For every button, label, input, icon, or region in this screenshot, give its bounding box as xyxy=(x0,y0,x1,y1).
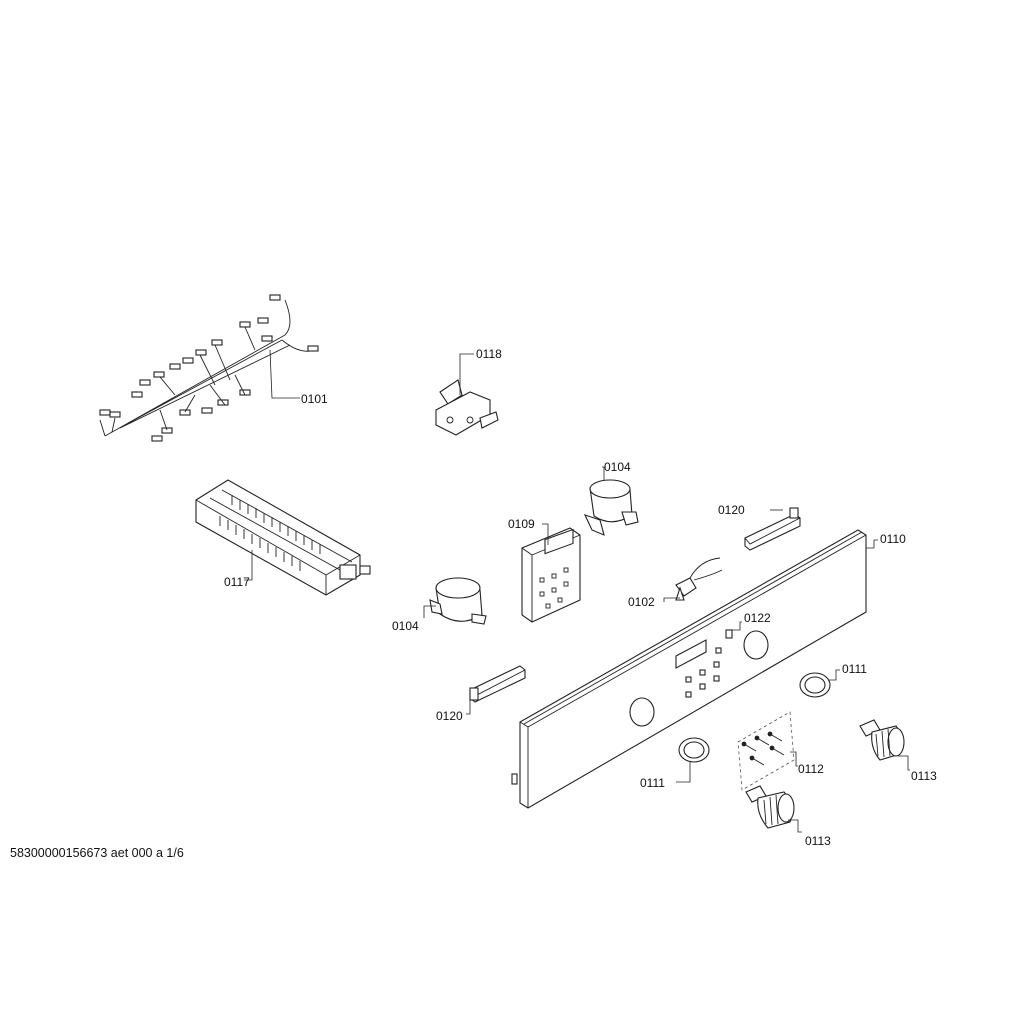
knob-holder-bottom[interactable] xyxy=(429,577,487,625)
screw-set[interactable] xyxy=(737,711,795,791)
part-label-0120-top: 0120 xyxy=(718,503,745,517)
indicator[interactable] xyxy=(725,629,733,639)
wiring-harness[interactable] xyxy=(99,294,319,442)
knob-ring-right[interactable] xyxy=(799,672,831,698)
part-label-0104-bottom: 0104 xyxy=(392,619,419,633)
part-label-0102: 0102 xyxy=(628,595,655,609)
knob-ring-left[interactable] xyxy=(678,737,710,763)
leader-0110 xyxy=(866,539,878,549)
leader-0120b xyxy=(466,700,471,715)
selector-switch[interactable] xyxy=(195,479,371,596)
leader-0113a xyxy=(898,755,910,771)
part-label-0113-right: 0113 xyxy=(911,769,937,783)
part-label-0118: 0118 xyxy=(476,347,502,361)
electronic-module[interactable] xyxy=(521,527,581,623)
part-label-0109: 0109 xyxy=(508,517,535,531)
leader-0118 xyxy=(459,353,474,395)
leader-0104a xyxy=(602,466,605,480)
leader-0104b xyxy=(423,605,436,618)
part-label-0111-right: 0111 xyxy=(842,662,867,676)
knob-right[interactable] xyxy=(859,719,905,761)
bracket-bottom[interactable] xyxy=(469,665,526,703)
leader-0117 xyxy=(244,550,253,581)
leader-0122 xyxy=(730,621,742,631)
part-label-0122: 0122 xyxy=(744,611,771,625)
knob-bottom[interactable] xyxy=(745,785,795,829)
leader-0113b xyxy=(788,819,802,833)
part-label-0110: 0110 xyxy=(880,532,906,546)
part-label-0113-bottom: 0113 xyxy=(805,834,831,848)
leader-0101 xyxy=(269,349,300,399)
leader-0111a xyxy=(828,669,840,681)
part-label-0111-left: 0111 xyxy=(640,776,665,790)
bracket-top[interactable] xyxy=(744,507,801,551)
leader-0111b xyxy=(676,762,691,783)
part-label-0112: 0112 xyxy=(798,762,824,776)
part-label-0117: 0117 xyxy=(224,575,250,589)
part-label-0104-top: 0104 xyxy=(604,460,631,474)
leader-0102 xyxy=(663,597,680,602)
control-panel[interactable] xyxy=(511,529,867,809)
part-label-0101: 0101 xyxy=(301,392,328,406)
leader-0112 xyxy=(790,751,798,767)
part-label-0120-bottom: 0120 xyxy=(436,709,463,723)
leader-0109 xyxy=(542,523,549,545)
knob-holder-top[interactable] xyxy=(583,479,639,536)
clock-switch[interactable] xyxy=(435,379,499,436)
signal-lamp[interactable] xyxy=(675,557,723,601)
drawing-reference: 58300000156673 aet 000 a 1/6 xyxy=(10,846,184,860)
